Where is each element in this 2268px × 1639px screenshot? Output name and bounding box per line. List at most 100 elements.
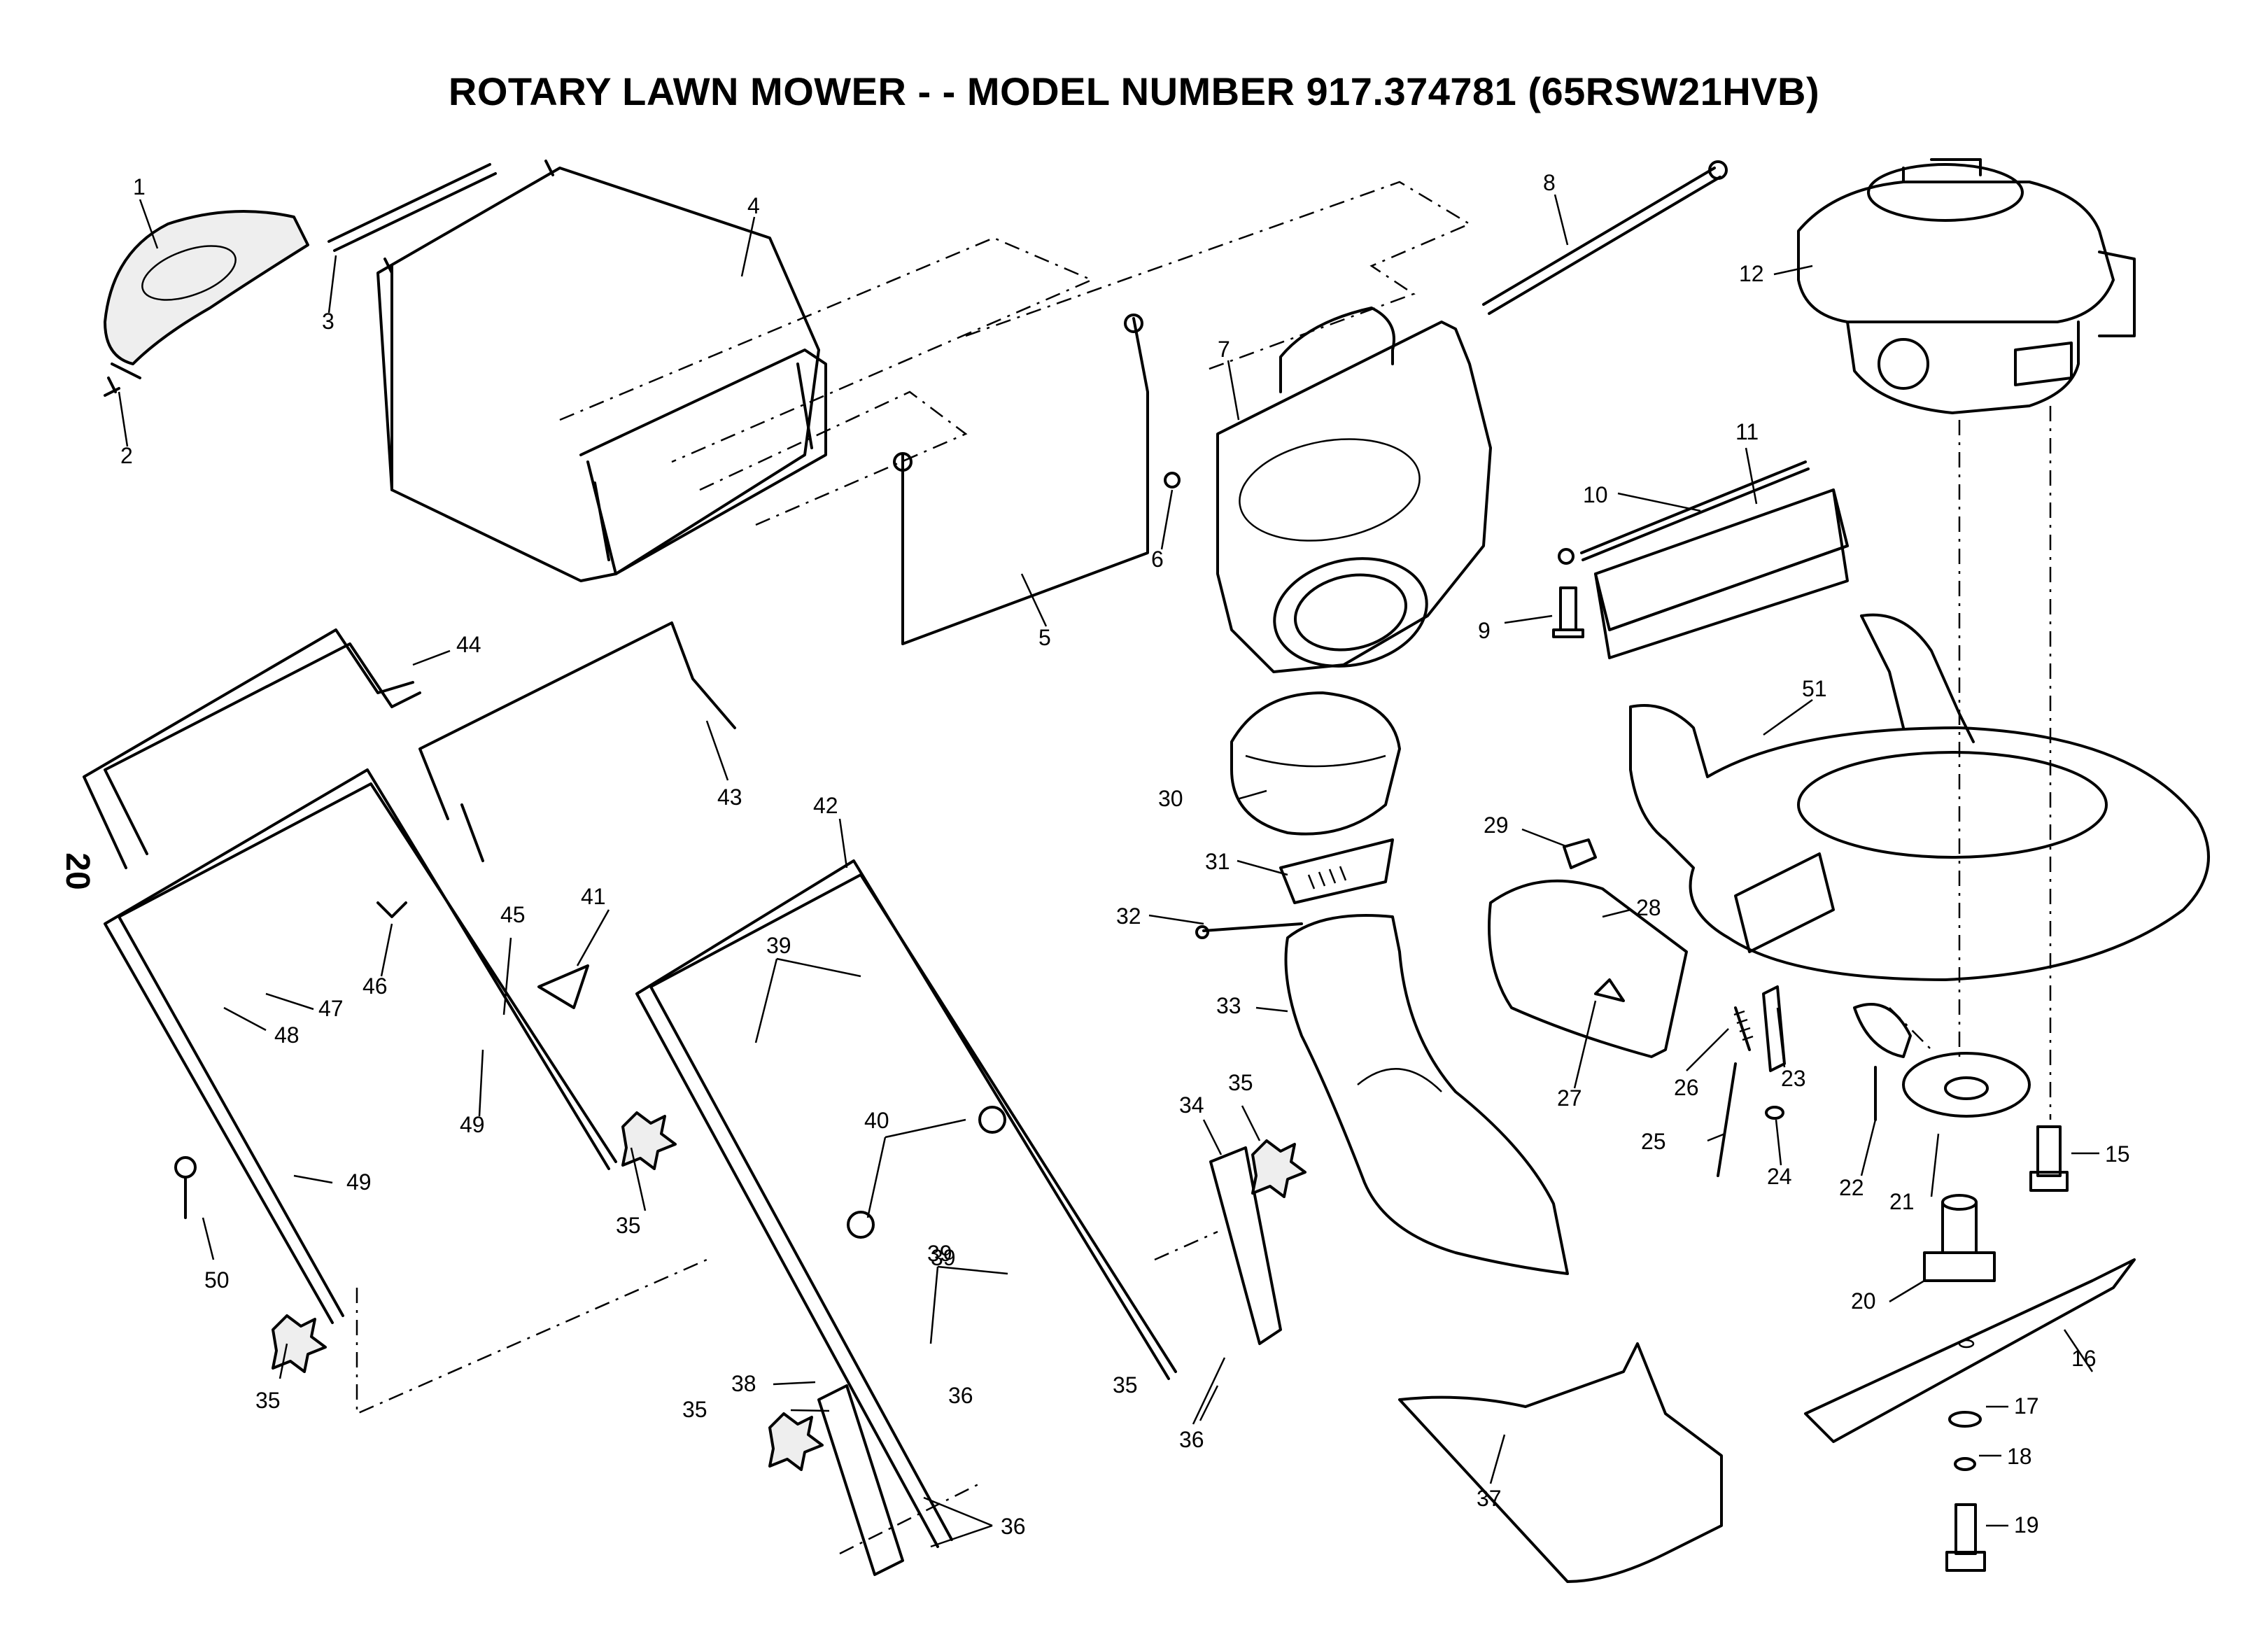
part-label: 25 <box>1641 1129 1666 1154</box>
part-3-rod <box>327 163 497 252</box>
part-16-blade <box>1804 1258 2136 1443</box>
part-label: 34 <box>1179 1092 1204 1118</box>
part-label: 33 <box>1216 993 1241 1018</box>
part-label: 36 <box>1001 1514 1026 1539</box>
part-11-hinge-bracket <box>1594 488 1849 659</box>
part-label: 49 <box>346 1169 372 1195</box>
part-6-clip <box>1164 472 1181 488</box>
part-4-grass-bag <box>376 160 827 582</box>
part-label: 11 <box>1735 419 1759 444</box>
part-label: 35 <box>682 1397 707 1422</box>
part-17-washer <box>1948 1411 1982 1428</box>
part-label: 24 <box>1767 1164 1792 1189</box>
part-44-foam-grip <box>83 628 421 869</box>
part-50-hook <box>174 1156 197 1219</box>
part-label: 50 <box>204 1267 230 1293</box>
part-8-axle-rod <box>1482 160 1728 315</box>
part-label: 47 <box>318 996 344 1021</box>
part-label: 12 <box>1739 261 1764 286</box>
part-label: 7 <box>1218 337 1230 362</box>
part-label: 16 <box>2071 1346 2097 1371</box>
part-label: 37 <box>1477 1486 1502 1511</box>
part-labels: 1 2 3 4 5 6 7 8 9 10 11 12 15 16 17 18 1… <box>120 170 2130 1539</box>
part-label: 48 <box>274 1022 300 1048</box>
part-label: 41 <box>581 884 606 909</box>
part-18-lock-washer <box>1954 1457 1976 1471</box>
part-40-clips <box>847 1106 1006 1239</box>
part-label: 35 <box>1113 1372 1138 1398</box>
page-title: ROTARY LAWN MOWER - - MODEL NUMBER 917.3… <box>448 69 1820 113</box>
part-label: 27 <box>1557 1085 1582 1111</box>
part-label: 21 <box>1889 1189 1915 1214</box>
alignment-lines <box>355 181 2052 1555</box>
part-37-side-chute <box>1398 1342 1723 1583</box>
part-label: 35 <box>616 1213 641 1238</box>
part-label: 36 <box>1179 1427 1204 1452</box>
part-label: 31 <box>1205 849 1230 874</box>
part-label: 30 <box>1158 786 1183 811</box>
part-label: 35 <box>255 1388 281 1413</box>
part-label: 39 <box>931 1245 956 1270</box>
part-15-bolt <box>2029 1125 2069 1192</box>
part-label: 17 <box>2014 1393 2039 1419</box>
part-label: 39 <box>927 1241 952 1266</box>
part-label: 22 <box>1839 1175 1864 1200</box>
part-9-bolt <box>1552 548 1584 638</box>
part-19-blade-bolt <box>1945 1503 1986 1572</box>
part-28-chute <box>1488 879 1688 1058</box>
part-label: 8 <box>1543 170 1556 195</box>
part-label: 49 <box>460 1112 485 1137</box>
part-46-cable-clip <box>376 901 407 918</box>
part-label: 10 <box>1583 482 1608 507</box>
part-label: 32 <box>1116 903 1141 929</box>
part-label: 23 <box>1781 1066 1806 1091</box>
part-label: 6 <box>1151 547 1164 572</box>
part-label: 44 <box>456 632 481 657</box>
part-label: 1 <box>133 174 146 199</box>
part-label: 9 <box>1478 618 1491 643</box>
part-23-bracket <box>1762 985 1786 1072</box>
part-1-handle-cover <box>104 210 309 379</box>
part-label: 4 <box>747 193 760 218</box>
part-12-engine <box>1797 158 2136 414</box>
part-30-cap <box>1230 691 1401 836</box>
part-label: 15 <box>2105 1141 2130 1167</box>
part-label: 26 <box>1674 1075 1699 1100</box>
part-38-bracket <box>817 1384 904 1576</box>
part-label: 38 <box>731 1371 756 1396</box>
part-label: 36 <box>948 1383 973 1408</box>
part-label: 46 <box>362 973 388 999</box>
part-32-rod <box>1195 922 1303 939</box>
part-42-lower-handle <box>635 859 1177 1548</box>
part-label: 2 <box>120 443 133 468</box>
part-label: 43 <box>717 785 742 810</box>
part-7-rear-door <box>1216 307 1492 673</box>
part-26-spring <box>1733 1006 1754 1051</box>
part-label: 19 <box>2014 1512 2039 1538</box>
part-35-knobs <box>272 1111 1306 1471</box>
part-label: 29 <box>1484 813 1509 838</box>
part-41-cable-tie <box>537 964 589 1009</box>
part-label: 18 <box>2007 1444 2032 1469</box>
part-33-discharge-chute <box>1284 914 1569 1275</box>
part-label: 42 <box>813 793 838 818</box>
part-20-blade-adapter <box>1923 1194 1996 1282</box>
part-25-rod <box>1717 1062 1737 1177</box>
part-24-nut <box>1765 1106 1784 1120</box>
part-5-wire-frame <box>893 314 1149 645</box>
part-34-bracket <box>1209 1146 1282 1345</box>
part-label: 28 <box>1636 895 1661 920</box>
part-45-upper-handle <box>104 768 617 1324</box>
part-31-spring <box>1279 838 1394 904</box>
part-51-mower-deck <box>1629 613 2210 981</box>
part-label: 5 <box>1038 625 1051 650</box>
part-label: 45 <box>500 902 526 927</box>
part-label: 20 <box>1851 1288 1876 1314</box>
part-label: 3 <box>322 309 334 334</box>
part-label: 39 <box>766 933 791 958</box>
part-29-knob <box>1563 838 1597 869</box>
part-43-bail <box>418 621 736 862</box>
part-label: 35 <box>1228 1070 1253 1095</box>
part-2-pin <box>104 377 120 397</box>
